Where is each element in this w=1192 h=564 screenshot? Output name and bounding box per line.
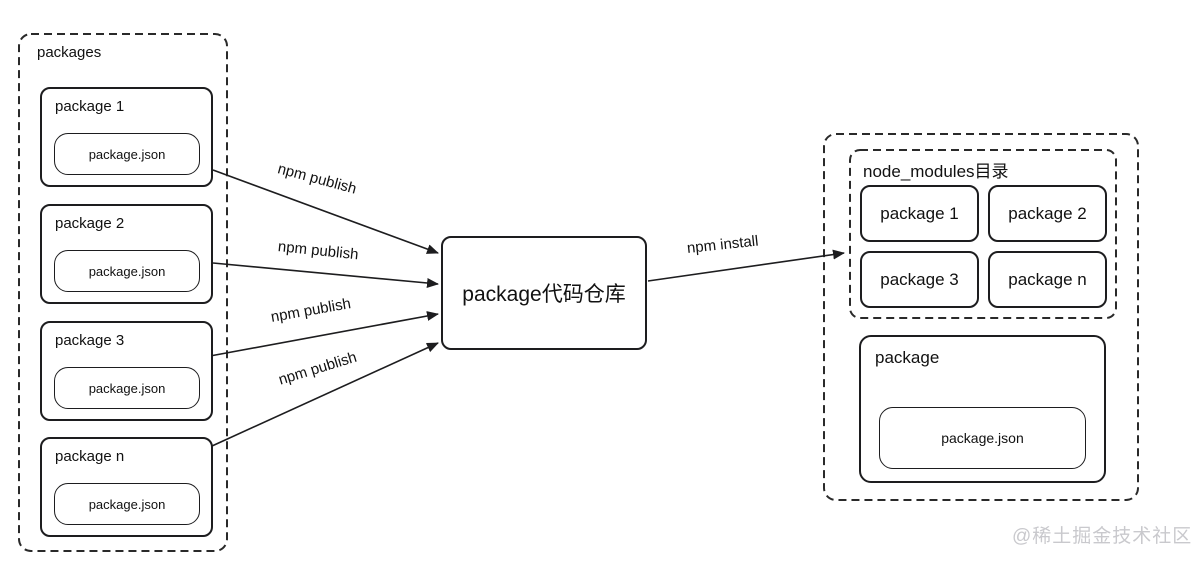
package-3-card: package 3 package.json <box>40 321 213 421</box>
package-2-json-chip: package.json <box>54 250 200 292</box>
package-1-card: package 1 package.json <box>40 87 213 187</box>
node-modules-package-3-box: package 3 <box>860 251 979 308</box>
node-modules-package-3-label: package 3 <box>880 269 959 289</box>
package-n-json-chip: package.json <box>54 483 200 525</box>
package-3-json-label: package.json <box>88 380 166 396</box>
publish-arrow-2 <box>212 262 439 288</box>
publish-arrow-3 <box>209 311 439 357</box>
node-modules-package-1-box: package 1 <box>860 185 979 242</box>
packages-group: packages package 1 package.json package … <box>19 34 227 551</box>
install-target-group: node_modules目录 package 1 package 2 packa… <box>824 134 1138 500</box>
package-n-card: package n package.json <box>40 437 213 537</box>
node-modules-group: node_modules目录 package 1 package 2 packa… <box>850 150 1116 318</box>
publish-arrow-1 <box>212 169 439 254</box>
installed-package-label: package <box>875 348 940 367</box>
node-modules-package-n-box: package n <box>988 251 1107 308</box>
registry-label: package代码仓库 <box>462 283 626 306</box>
publish-arrow-4 <box>211 342 439 447</box>
installed-package-json-chip: package.json <box>879 407 1086 469</box>
package-2-label: package 2 <box>55 215 125 232</box>
package-2-json-label: package.json <box>88 263 166 279</box>
node-modules-package-1-label: package 1 <box>880 203 959 223</box>
node-modules-group-dashed-border <box>849 149 1117 319</box>
package-1-json-chip: package.json <box>54 133 200 175</box>
node-modules-title: node_modules目录 <box>863 162 1009 181</box>
package-2-card: package 2 package.json <box>40 204 213 304</box>
install-target-group-dashed-border <box>823 133 1139 501</box>
node-modules-package-2-box: package 2 <box>988 185 1107 242</box>
package-3-json-chip: package.json <box>54 367 200 409</box>
package-n-label: package n <box>55 448 125 465</box>
package-1-json-label: package.json <box>88 146 166 162</box>
packages-group-dashed-border <box>18 33 228 552</box>
installed-package-json-label: package.json <box>941 430 1024 446</box>
watermark-text: @稀土掘金技术社区 <box>1012 526 1192 547</box>
installed-package-box: package package.json <box>859 335 1106 483</box>
package-1-label: package 1 <box>55 98 125 115</box>
package-3-label: package 3 <box>55 332 125 349</box>
packages-group-title: packages <box>37 44 102 61</box>
install-arrow <box>647 249 845 282</box>
package-n-json-label: package.json <box>88 496 166 512</box>
registry-box: package代码仓库 <box>441 236 647 350</box>
node-modules-package-2-label: package 2 <box>1008 203 1087 223</box>
node-modules-package-n-label: package n <box>1008 269 1087 289</box>
